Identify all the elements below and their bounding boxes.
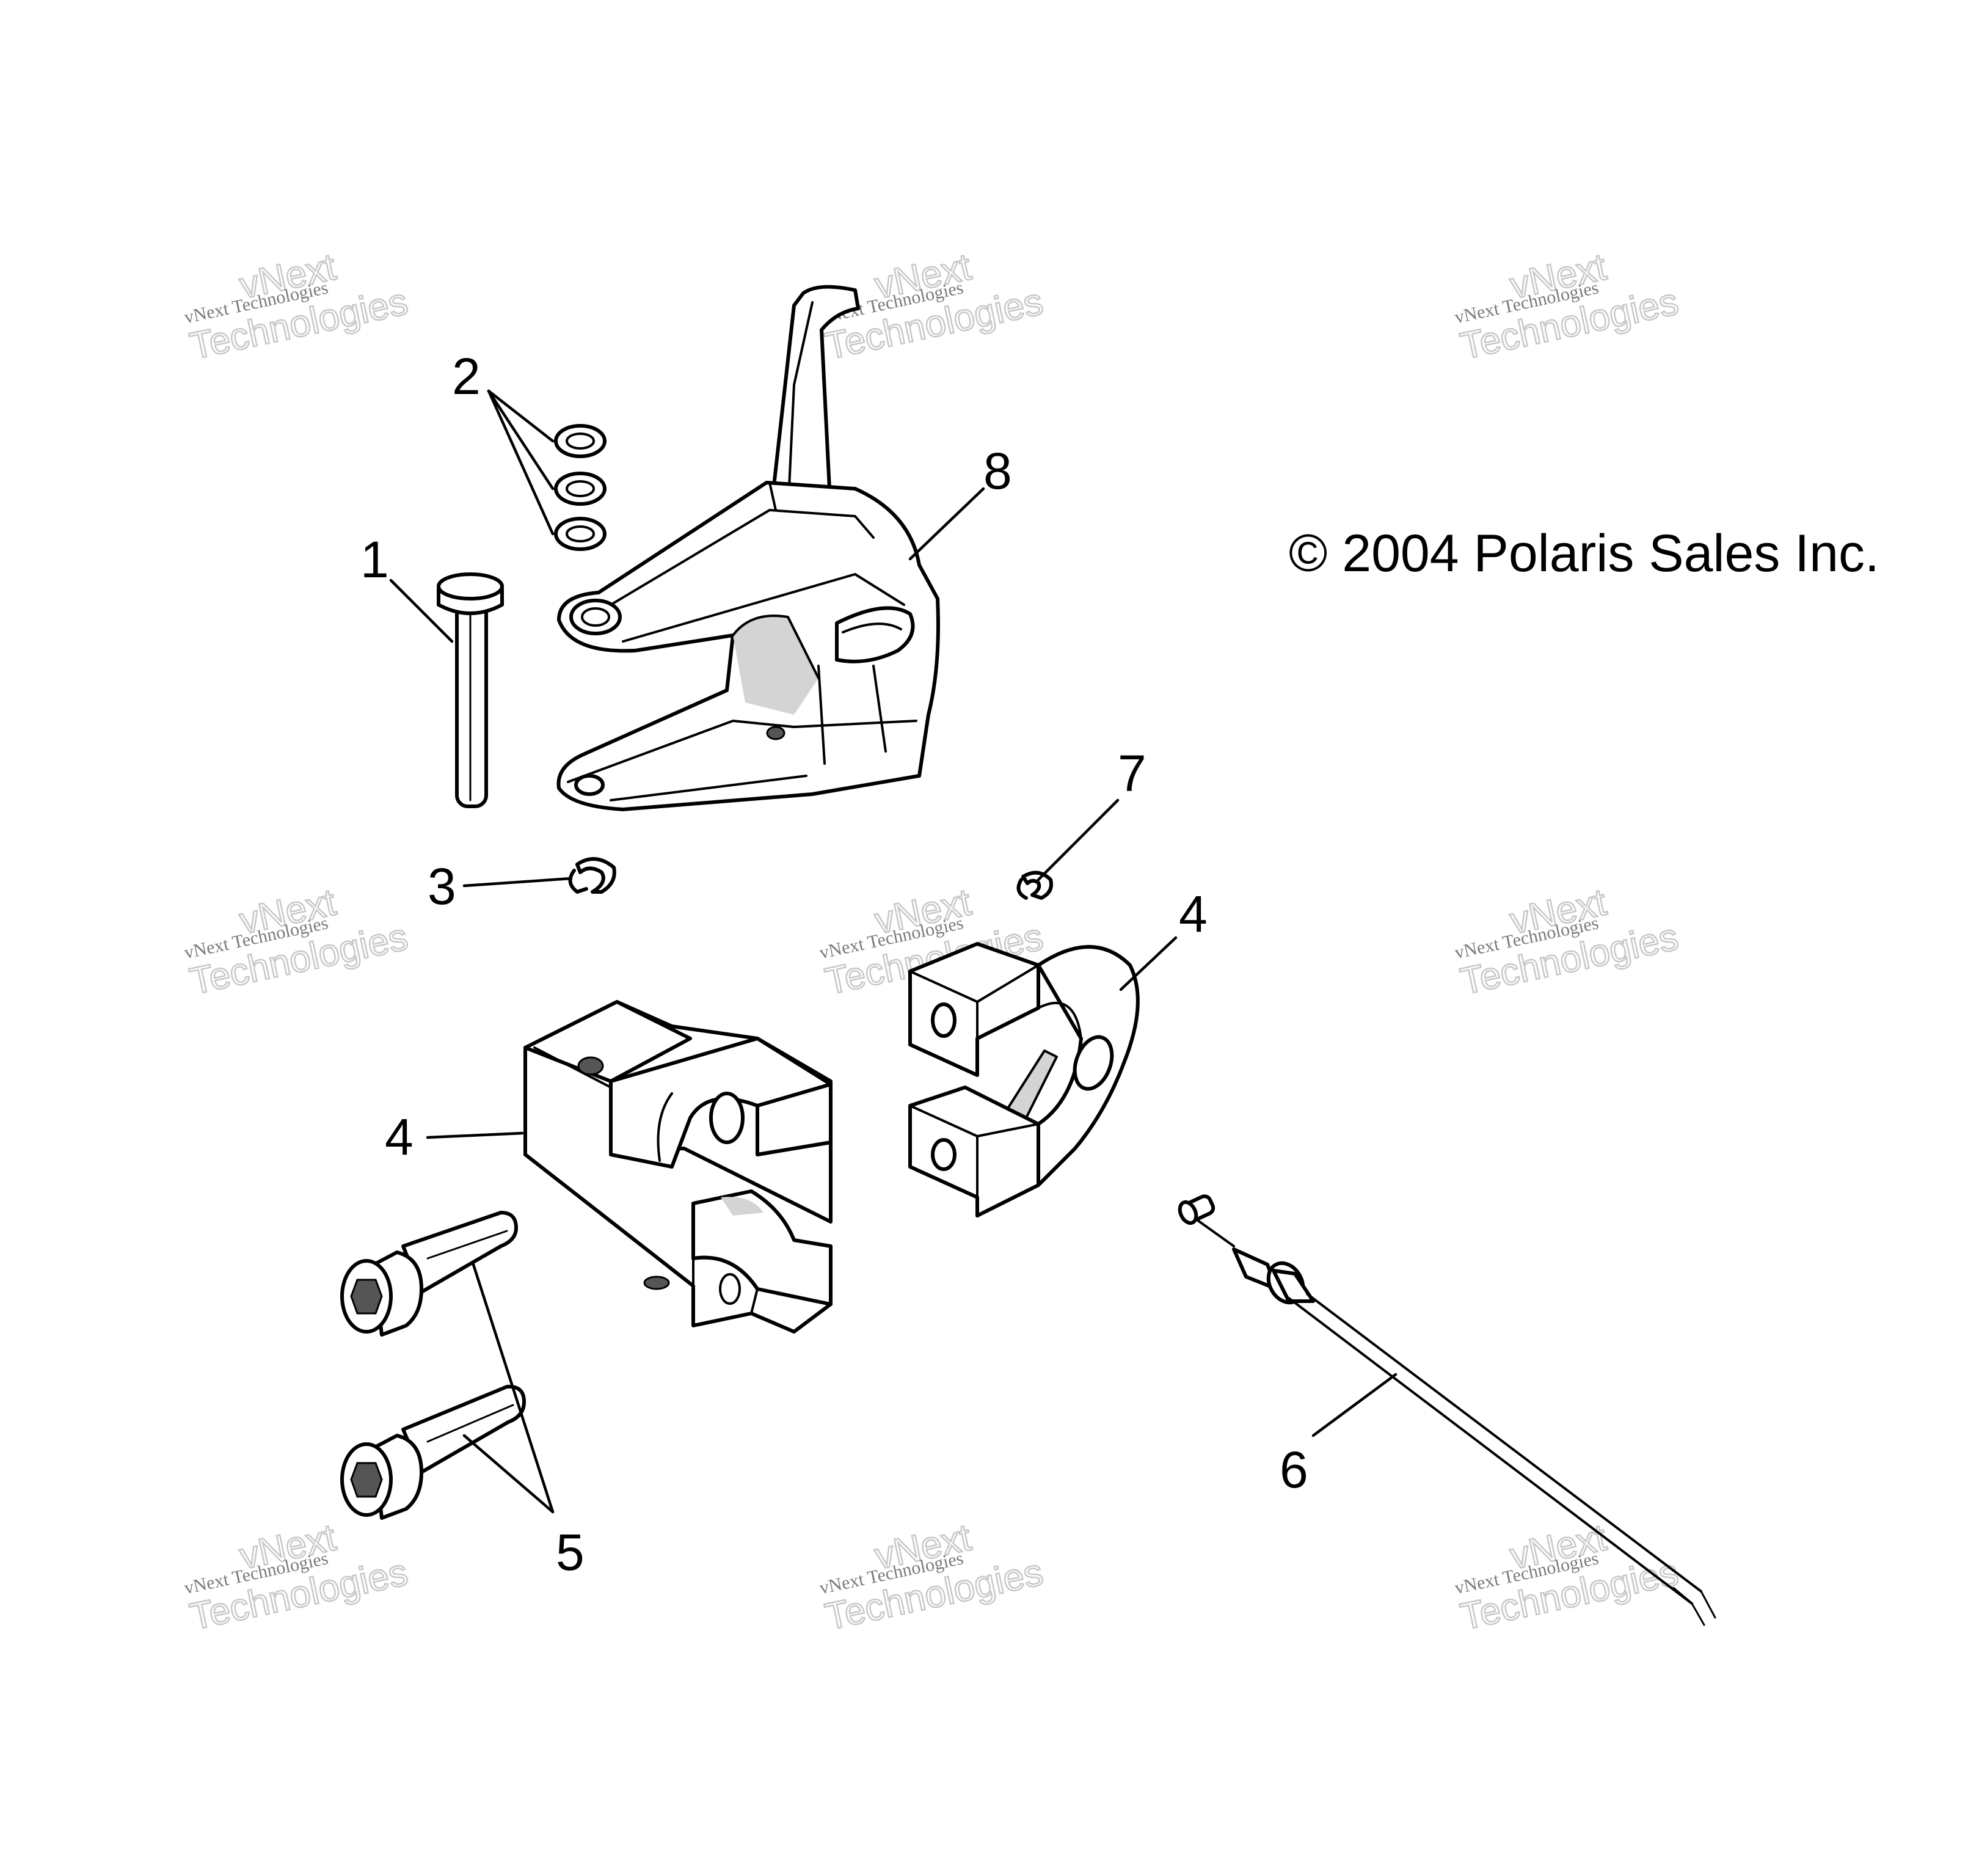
leader-5a — [472, 1263, 555, 1514]
leader-2c — [487, 389, 555, 536]
watermark-8: vNext vNext Technologies Technologies — [818, 1516, 1048, 1639]
callout-2: 2 — [452, 348, 481, 405]
part-cable — [1178, 1194, 1716, 1626]
leader-6 — [1311, 1373, 1398, 1437]
part-small-clip — [1016, 870, 1053, 900]
watermark-4: vNext vNext Technologies Technologies — [183, 880, 412, 1004]
callout-4-right: 4 — [1179, 885, 1208, 943]
copyright-notice: © 2004 Polaris Sales Inc. — [1289, 524, 1879, 583]
part-housing-right — [908, 942, 1140, 1217]
callout-numbers: 1 2 3 4 4 5 6 7 8 — [360, 348, 1308, 1581]
watermark-9: vNext vNext Technologies Technologies — [1453, 1516, 1683, 1639]
callout-1: 1 — [360, 531, 389, 588]
callout-3: 3 — [428, 858, 456, 915]
callout-7: 7 — [1118, 745, 1146, 802]
watermark-7: vNext vNext Technologies Technologies — [183, 1516, 412, 1639]
leader-3 — [462, 877, 573, 888]
leader-1 — [389, 578, 454, 643]
part-washers — [554, 424, 607, 551]
callout-6: 6 — [1280, 1441, 1308, 1498]
part-bracket — [556, 285, 940, 811]
callout-5: 5 — [556, 1524, 585, 1581]
leader-8 — [908, 487, 985, 561]
watermark-6: vNext vNext Technologies Technologies — [1453, 880, 1683, 1004]
watermark-3: vNext vNext Technologies Technologies — [1453, 245, 1683, 368]
callout-8: 8 — [983, 442, 1012, 500]
callout-4-left: 4 — [385, 1108, 414, 1166]
leader-5b — [462, 1434, 555, 1514]
leader-2a — [487, 389, 555, 443]
leader-2b — [487, 389, 555, 491]
watermark-1: vNext vNext Technologies Technologies — [183, 245, 412, 368]
part-e-clip — [568, 857, 616, 894]
leader-4b — [426, 1131, 524, 1139]
part-housing-left — [523, 1000, 833, 1334]
part-bolts — [340, 1211, 526, 1520]
part-pin — [437, 572, 504, 808]
leader-lines — [389, 389, 1398, 1514]
watermark-grid: vNext vNext Technologies Technologies vN… — [183, 245, 1683, 1639]
leader-4a — [1119, 936, 1178, 991]
leader-7 — [1037, 798, 1120, 881]
